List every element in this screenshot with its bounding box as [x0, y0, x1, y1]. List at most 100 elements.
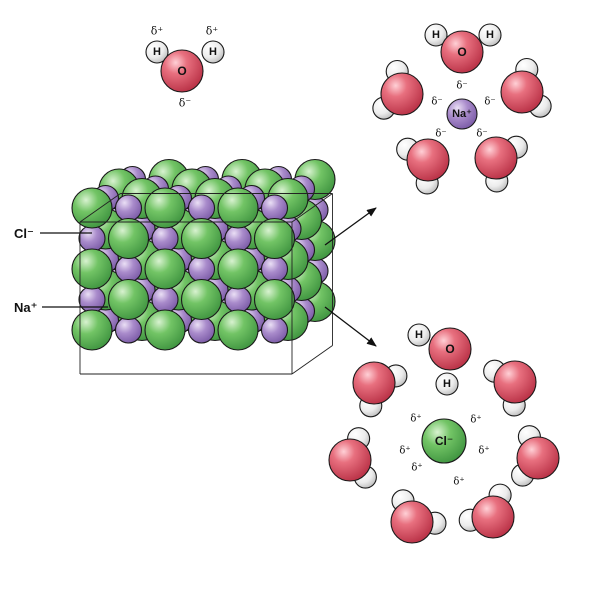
sodium-ion-icon: [114, 316, 143, 344]
chloride-ion-icon: [217, 248, 259, 290]
hydrogen-atom: [478, 23, 502, 47]
hydrogen-atom: [407, 323, 431, 347]
chloride-ion-icon: [144, 187, 186, 229]
oxygen-label: O: [177, 64, 186, 78]
water-molecule-icon: [511, 425, 560, 487]
chloride-ion-icon: [421, 418, 467, 464]
arrow-icon: [324, 306, 377, 347]
oxygen-atom: [406, 138, 450, 182]
hydrogen-label: H: [153, 46, 161, 58]
chloride-ion-icon: [71, 248, 113, 290]
partial-charges: δ⁺δ⁺δ⁻δ⁻δ⁻δ⁻δ⁻δ⁻δ⁺δ⁺δ⁺δ⁺δ⁺δ⁺: [151, 25, 496, 488]
water-molecule-icon: [352, 361, 408, 418]
oxygen-atom: [516, 436, 560, 480]
isolated-water-molecule: O H H: [145, 40, 225, 93]
partial-positive-charge: δ⁺: [470, 415, 481, 426]
water-molecule-icon: [500, 57, 552, 118]
water-molecule-icon: O H H: [424, 23, 502, 74]
oxygen-atom: [500, 70, 544, 114]
hydrogen-label: H: [486, 29, 494, 41]
chloride-ion-icon: [217, 187, 259, 229]
sodium-ion-icon: [187, 255, 216, 283]
hydrogen-atom: [145, 40, 169, 64]
chloride-ion-icon: [107, 217, 150, 260]
sodium-ion-icon: [224, 224, 252, 253]
chloride-callout-label: Cl⁻: [14, 226, 34, 241]
oxygen-atom: [160, 49, 204, 93]
oxygen-atom: [352, 361, 396, 405]
sodium-ion-icon: [260, 316, 289, 344]
sodium-ion-icon: [151, 285, 179, 314]
sodium-ion-icon: [224, 285, 252, 314]
water-molecule-icon: [474, 135, 528, 193]
water-molecule-icon: [372, 59, 424, 120]
hydrated-chloride-ion: Cl⁻: [421, 418, 467, 464]
oxygen-atom: [328, 438, 372, 482]
hydrated-sodium-ion: Na⁺: [446, 98, 478, 130]
hydrogen-atom: [201, 40, 225, 64]
oxygen-label: O: [457, 45, 466, 59]
chloride-ion-icon: [180, 278, 223, 321]
chloride-ion-icon: [71, 187, 113, 229]
oxygen-atom: [390, 500, 434, 544]
hydrogen-label: H: [415, 329, 423, 341]
partial-positive-charge: δ⁺: [453, 477, 464, 488]
water-molecule-icon: [390, 489, 447, 544]
water-molecules: O H H O H H O H H: [145, 23, 560, 544]
sodium-callout-label: Na⁺: [14, 300, 37, 315]
salt-crystal-lattice: [71, 158, 336, 351]
chloride-ion-icon: [144, 248, 186, 290]
sodium-ion-label: Na⁺: [452, 108, 472, 120]
sodium-ion-icon: [187, 194, 216, 222]
chloride-ion-icon: [107, 278, 150, 321]
partial-positive-charge: δ⁺: [478, 446, 489, 457]
chloride-ion-label: Cl⁻: [435, 434, 453, 448]
crystal-callouts: Cl⁻ Na⁺: [14, 226, 108, 315]
chloride-ion-icon: [217, 309, 259, 351]
partial-negative-charge: δ⁻: [476, 129, 487, 140]
hydrogen-label: H: [443, 378, 451, 390]
water-molecule-icon: [328, 427, 377, 489]
sodium-ion-icon: [187, 316, 216, 344]
hydrogen-atom: [435, 372, 459, 396]
sodium-ion-icon: [114, 194, 143, 222]
chloride-ion-icon: [180, 217, 223, 260]
oxygen-atom: [428, 327, 472, 371]
hydrogen-label: H: [209, 46, 217, 58]
water-molecule-icon: [396, 137, 450, 195]
sodium-ion-icon: [446, 98, 478, 130]
water-molecule-icon: O H H: [407, 323, 472, 396]
hydrogen-atom: [424, 23, 448, 47]
oxygen-atom: [380, 72, 424, 116]
partial-positive-charge: δ⁺: [206, 25, 219, 38]
sodium-ion-icon: [78, 224, 106, 253]
partial-negative-charge: δ⁻: [179, 97, 192, 110]
crystal-edge-line: [79, 193, 121, 223]
water-molecule-icon: [483, 359, 537, 417]
partial-negative-charge: δ⁻: [431, 97, 442, 108]
sodium-ion-icon: [78, 285, 106, 314]
chloride-ion-icon: [144, 309, 186, 351]
partial-negative-charge: δ⁻: [435, 129, 446, 140]
partial-negative-charge: δ⁻: [484, 97, 495, 108]
oxygen-atom: [474, 136, 518, 180]
oxygen-atom: [493, 360, 537, 404]
hydrogen-label: H: [432, 29, 440, 41]
hydrated-ions: Na⁺ Cl⁻: [421, 98, 478, 464]
crystal-edge-line: [291, 193, 333, 223]
partial-positive-charge: δ⁺: [411, 463, 422, 474]
oxygen-atom: [471, 495, 515, 539]
chloride-ion-icon: [253, 278, 296, 321]
crystal-edge-line: [291, 345, 333, 375]
sodium-ion-icon: [151, 224, 179, 253]
sodium-ion-icon: [260, 194, 289, 222]
arrow-icon: [324, 207, 377, 246]
sodium-ion-icon: [114, 255, 143, 283]
partial-positive-charge: δ⁺: [399, 446, 410, 457]
chloride-ion-icon: [71, 309, 113, 351]
oxygen-label: O: [445, 342, 454, 356]
partial-negative-charge: δ⁻: [456, 81, 467, 92]
partial-positive-charge: δ⁺: [151, 25, 164, 38]
chloride-ion-icon: [253, 217, 296, 260]
